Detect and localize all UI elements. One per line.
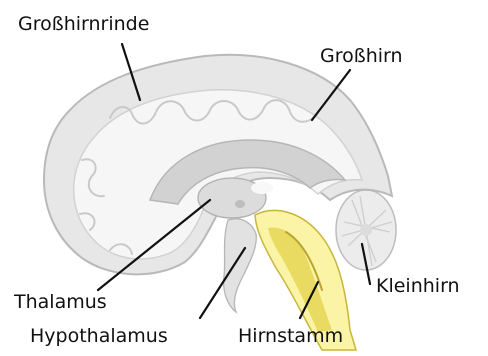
hypothalamus-region (224, 219, 257, 312)
label-kleinhirn: Kleinhirn (376, 275, 460, 297)
label-thalamus: Thalamus (13, 291, 107, 313)
label-grosshirnrinde: Großhirnrinde (18, 13, 149, 35)
label-hirnstamm: Hirnstamm (238, 325, 343, 347)
cerebellum (336, 190, 396, 270)
label-grosshirn: Großhirn (320, 45, 403, 67)
label-hypothalamus: Hypothalamus (30, 325, 168, 347)
